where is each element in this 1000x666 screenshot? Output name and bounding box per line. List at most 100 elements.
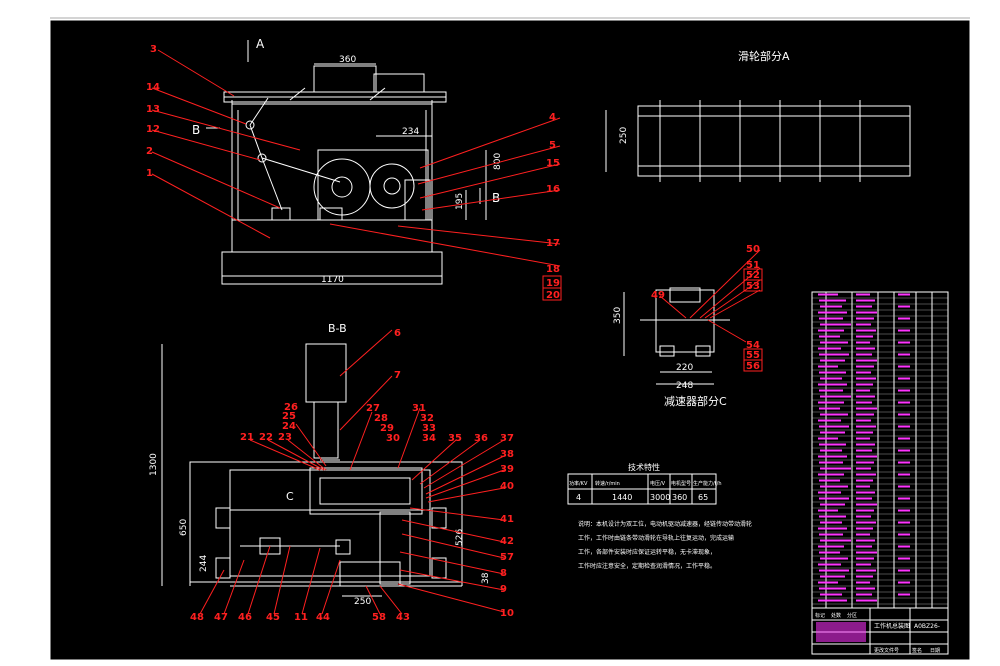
detail-a-dim-250: 250 [619, 127, 629, 144]
parts-row-text [818, 293, 838, 296]
parts-row-text [856, 509, 874, 512]
balloon-38: 38 [500, 449, 514, 460]
dim-38: 38 [481, 572, 491, 584]
detail-c-title: 减速器部分C [664, 394, 727, 408]
parts-row-text [856, 365, 874, 368]
parts-row-text [856, 575, 873, 578]
parts-row-text [819, 569, 849, 572]
dim-526: 526 [455, 529, 465, 546]
parts-row-text [818, 563, 841, 566]
parts-row-text [856, 443, 875, 446]
parts-row-text [856, 413, 874, 416]
section-c-marker: C [286, 490, 294, 503]
parts-row-text [820, 575, 845, 578]
parts-row-text [898, 497, 910, 500]
balloon-45: 45 [266, 612, 280, 623]
balloon-12: 12 [146, 124, 160, 135]
parts-row-text [819, 299, 846, 302]
parts-row-text [856, 401, 872, 404]
parts-row-text [819, 371, 846, 374]
balloon-56: 56 [746, 361, 760, 372]
balloon-7: 7 [394, 370, 401, 381]
dim-1300: 1300 [149, 453, 159, 476]
parts-row-text [820, 539, 851, 542]
note-line-1: 说明：本机设计为双工位，电动机驱动减速器，经链传动带动滑轮 [578, 520, 752, 528]
parts-row-text [898, 473, 910, 476]
balloon-52: 52 [746, 270, 760, 281]
parts-row-text [818, 437, 838, 440]
parts-row-text [856, 323, 871, 326]
parts-row-text [818, 581, 838, 584]
parts-row-text [819, 389, 843, 392]
drawing-name: 工作机总装图 [874, 622, 910, 630]
parts-row-text [856, 317, 874, 320]
dim-195: 195 [455, 193, 465, 210]
parts-row-text [820, 395, 851, 398]
parts-row-text [856, 467, 871, 470]
balloon-2: 2 [146, 146, 153, 157]
tech-spec-table: 技术特性 功率/KV 转速/r/min 电压/V 电机型号 生产能力/t/h 4… [567, 462, 722, 505]
parts-row-text [819, 317, 843, 320]
parts-row-text [898, 593, 910, 596]
balloon-22: 22 [259, 432, 273, 443]
tech-value-model: 360 [672, 493, 687, 502]
parts-row-text [856, 593, 872, 596]
balloon-46: 46 [238, 612, 252, 623]
parts-row-text [818, 419, 841, 422]
parts-row-text [856, 293, 870, 296]
balloon-34: 34 [422, 433, 436, 444]
parts-row-text [819, 551, 840, 554]
balloon-18: 18 [546, 264, 560, 275]
detail-a-view: 滑轮部分A 250 [605, 49, 911, 182]
parts-row-text [819, 515, 846, 518]
parts-row-text [818, 491, 841, 494]
section-a-marker: A [256, 37, 265, 51]
parts-row-text [818, 455, 847, 458]
parts-row-text [856, 425, 876, 428]
tb-label-date: 日期 [930, 648, 940, 654]
note-line-4: 工作时应注意安全，定期检查润滑情况，工作平稳。 [578, 562, 716, 570]
parts-row-text [820, 341, 848, 344]
tech-value-capacity: 65 [698, 493, 708, 502]
balloon-6: 6 [394, 328, 401, 339]
parts-row-text [898, 509, 910, 512]
parts-row-text [856, 311, 877, 314]
parts-row-text [856, 377, 876, 380]
parts-row-text [898, 353, 910, 356]
parts-list: 工作机总装图 A0BZ26- 标记 处数 分区 更改文件号 签名 日期 [811, 291, 949, 655]
parts-row-text [818, 365, 838, 368]
balloon-35: 35 [448, 433, 462, 444]
balloon-50: 50 [746, 244, 760, 255]
tech-value-power: 4 [576, 493, 581, 502]
parts-row-text [898, 461, 910, 464]
parts-row-text [856, 557, 874, 560]
parts-row-text [856, 383, 873, 386]
tech-header-speed: 转速/r/min [595, 480, 620, 487]
parts-row-text [856, 419, 871, 422]
parts-row-text [898, 293, 910, 296]
balloon-26: 26 [284, 402, 298, 413]
parts-row-text [818, 527, 847, 530]
parts-row-text [856, 341, 870, 344]
dim-800: 800 [493, 153, 503, 170]
parts-row-text [856, 497, 872, 500]
parts-row-text [898, 425, 910, 428]
parts-row-text [898, 569, 910, 572]
balloon-4: 4 [549, 112, 556, 123]
balloon-17: 17 [546, 238, 560, 249]
balloon-51: 51 [746, 260, 760, 271]
parts-row-text [856, 449, 872, 452]
parts-row-text [856, 299, 875, 302]
parts-row-text [898, 341, 910, 344]
sheet-border [49, 19, 971, 661]
parts-row-text [819, 479, 840, 482]
tb-label-count: 处数 [831, 612, 841, 619]
parts-row-text [820, 503, 845, 506]
front-view: 360 234 1170 800 195 A B B [192, 37, 503, 285]
parts-row-text [856, 347, 875, 350]
balloon-40: 40 [500, 481, 514, 492]
parts-row-text [856, 491, 875, 494]
parts-row-text [818, 329, 844, 332]
balloon-20: 20 [546, 290, 560, 301]
parts-row-text [898, 485, 910, 488]
